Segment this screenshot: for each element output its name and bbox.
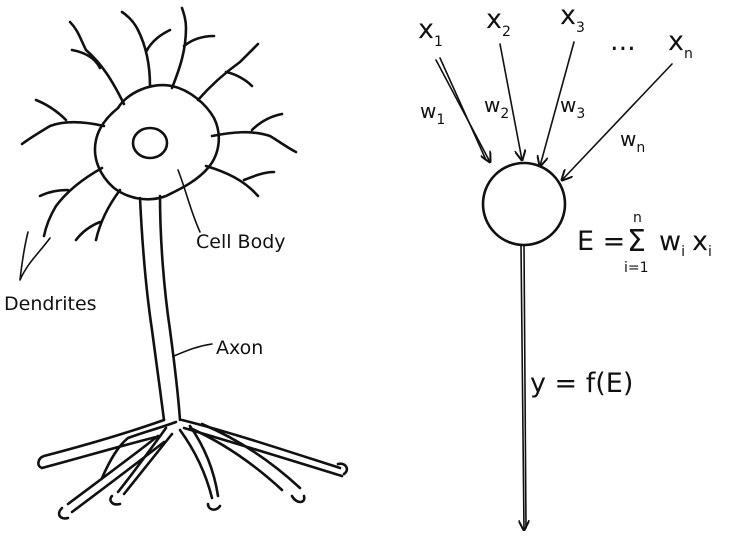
label-dendrites: Dendrites (4, 293, 97, 315)
dendrite-branch (198, 44, 258, 100)
axon-terminal (38, 420, 164, 468)
dendrite-branch (22, 100, 104, 144)
cell-body-outline (95, 85, 219, 199)
axon-terminal (182, 420, 347, 476)
input-xn: xn (668, 26, 693, 62)
nucleus (133, 128, 167, 158)
input-arrow-2 (500, 44, 522, 160)
term-w: wi (659, 226, 685, 260)
dendrite-branch (76, 190, 120, 240)
input-x3: x3 (560, 0, 585, 36)
neuron-node (483, 163, 565, 245)
axon-terminal (190, 424, 304, 502)
label-cell-body: Cell Body (196, 231, 286, 253)
summation-equation: E = Σ n i=1 wi xi (577, 210, 712, 276)
input-arrow-n (562, 64, 672, 180)
axon-pointer (174, 344, 212, 356)
weight-w1: w1 (420, 99, 445, 128)
term-x: xi (692, 226, 712, 260)
dendrite-branch (122, 12, 170, 86)
input-ellipsis: ... (610, 26, 636, 57)
biological-neuron: Dendrites Cell Body Axon (4, 8, 347, 518)
input-x1: x1 (418, 14, 443, 50)
dendrite-branch (212, 114, 296, 152)
weight-wn: wn (620, 127, 645, 156)
dendrites-pointer (20, 232, 50, 280)
sigma-upper: n (633, 210, 642, 226)
dendrite-branch (172, 8, 214, 88)
sigma-symbol: Σ (627, 224, 646, 259)
weight-w3: w3 (560, 93, 585, 122)
label-axon: Axon (216, 337, 263, 359)
axon-shaft (160, 196, 180, 420)
sigma-lower: i=1 (624, 260, 649, 276)
input-arrow-1b (440, 58, 486, 160)
artificial-neuron: x1 x2 x3 ... xn w1 w2 w3 wn (418, 0, 712, 530)
output-function: y = f(E) (530, 368, 633, 399)
equation-lhs: E = (577, 226, 625, 257)
input-arrow-1 (436, 60, 490, 162)
dendrite-branch (70, 22, 124, 104)
input-x2: x2 (486, 4, 511, 40)
dendrite-branch (206, 166, 274, 196)
weight-w2: w2 (484, 93, 509, 122)
